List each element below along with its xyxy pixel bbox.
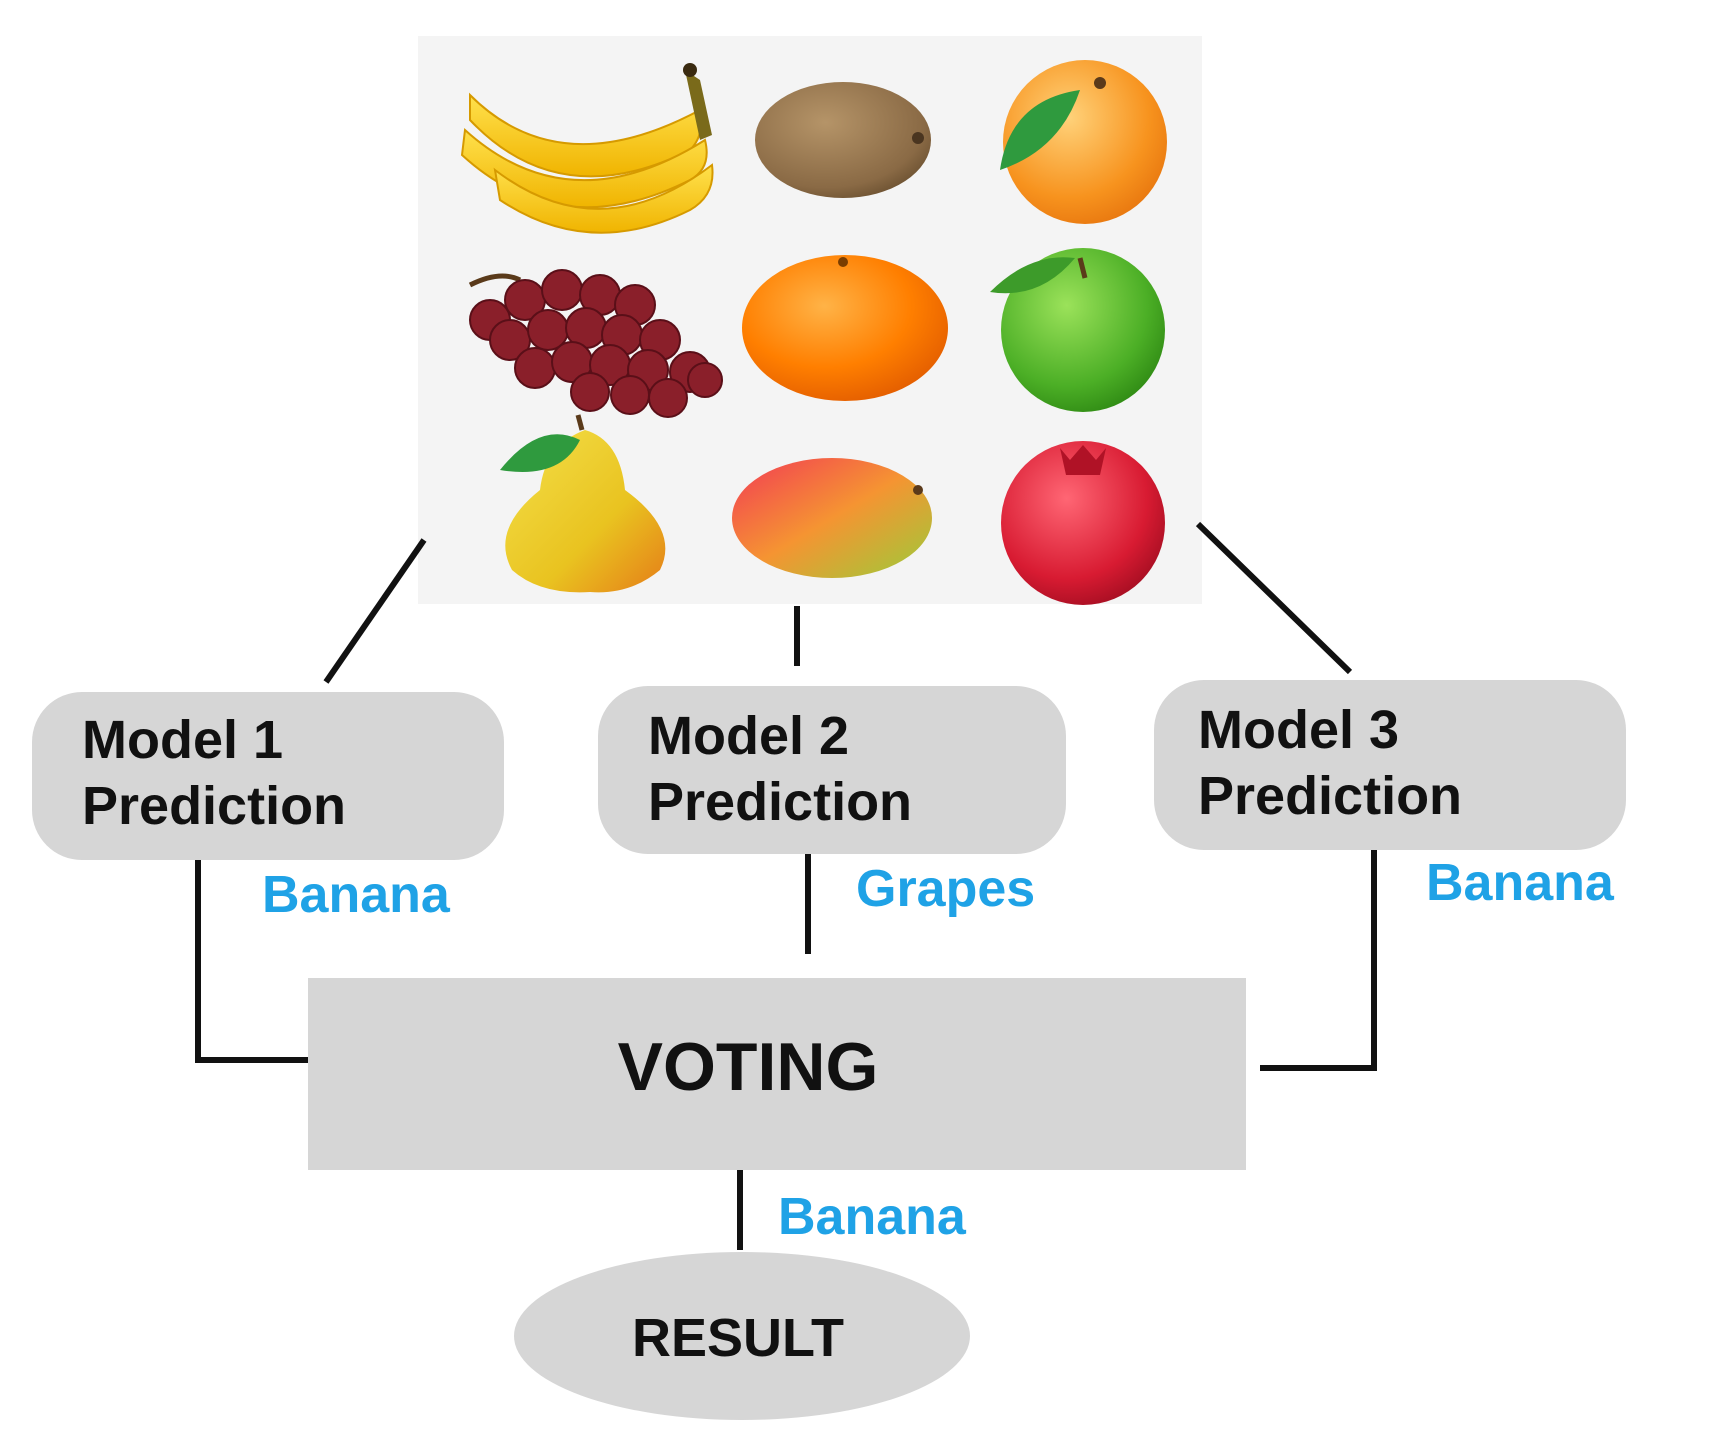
pear-icon	[500, 414, 666, 593]
pomegranate-icon	[1001, 441, 1165, 605]
model-node-1-box	[32, 692, 504, 860]
result-ellipse	[514, 1252, 970, 1420]
connector-image-model3	[1195, 521, 1353, 675]
model-node-1-subtitle: Prediction	[82, 776, 346, 836]
kiwi-icon	[755, 82, 931, 198]
model-node-3-subtitle: Prediction	[1198, 766, 1462, 826]
apricot-icon	[1000, 60, 1167, 224]
orange-icon	[742, 255, 948, 401]
result-label: RESULT	[632, 1308, 844, 1368]
model-2-prediction-label: Grapes	[856, 860, 1035, 918]
mango-icon	[732, 458, 932, 578]
green-apple-icon	[990, 248, 1165, 412]
model-node-1: Model 1 Prediction	[32, 692, 504, 860]
model-node-2-title: Model 2	[648, 706, 849, 766]
result-node: RESULT	[514, 1252, 970, 1420]
model-node-3-box	[1154, 680, 1626, 850]
banana-icon	[460, 63, 714, 234]
model-node-2-box	[598, 686, 1066, 854]
voting-node: VOTING	[308, 978, 1246, 1170]
connector-model3-voting	[1260, 850, 1377, 1071]
fruit-image	[418, 36, 1202, 605]
model-1-prediction-label: Banana	[262, 866, 451, 924]
model-node-2-subtitle: Prediction	[648, 772, 912, 832]
model-node-3: Model 3 Prediction	[1154, 680, 1626, 850]
model-node-2: Model 2 Prediction	[598, 686, 1066, 854]
voting-label: VOTING	[618, 1029, 879, 1105]
connector-model1-voting	[195, 860, 310, 1063]
voting-output-label: Banana	[778, 1188, 967, 1246]
voting-box	[308, 978, 1246, 1170]
connectors	[195, 521, 1377, 1250]
model-node-3-title: Model 3	[1198, 700, 1399, 760]
model-3-prediction-label: Banana	[1426, 854, 1615, 912]
connector-image-model1	[323, 538, 427, 684]
model-node-1-title: Model 1	[82, 710, 283, 770]
grapes-icon	[468, 269, 723, 418]
